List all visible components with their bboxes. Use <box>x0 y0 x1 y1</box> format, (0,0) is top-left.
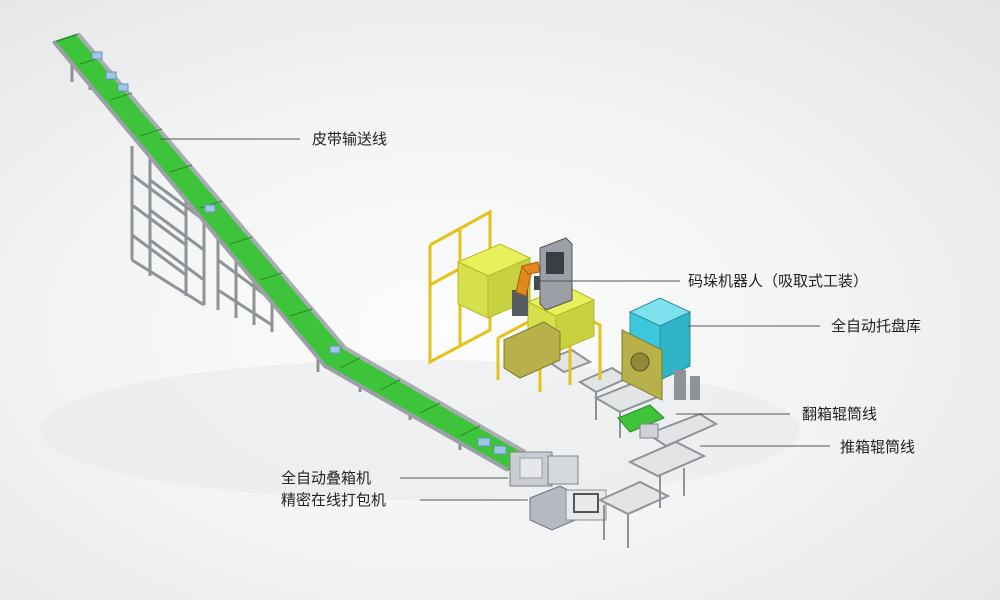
box-flip-unit <box>617 404 665 439</box>
strapping-machine <box>529 485 607 531</box>
robot-arm <box>512 261 542 316</box>
label-box-push-roller-line: 推箱辊筒线 <box>840 438 916 456</box>
label-auto-box-stacker: 全自动叠箱机 <box>281 469 372 487</box>
label-box-flip-roller-line: 翻箱辊筒线 <box>802 405 878 423</box>
label-palletizing-robot: 码垛机器人（吸取式工装） <box>688 272 869 290</box>
palletizer-base <box>503 321 561 379</box>
robot-controller <box>539 237 573 311</box>
auto-pallet-magazine <box>621 297 700 401</box>
leader-lines <box>160 138 830 501</box>
label-precision-inline-strapper: 精密在线打包机 <box>281 491 387 509</box>
pallet-stack-left <box>456 243 532 319</box>
label-belt-conveyor: 皮带输送线 <box>312 130 388 148</box>
belt-cleats <box>79 56 481 437</box>
roller-legs <box>595 392 685 548</box>
label-auto-pallet-magazine: 全自动托盘库 <box>831 317 922 335</box>
box-stacker-machine <box>509 451 579 487</box>
boxes-on-conveyor <box>91 51 507 455</box>
